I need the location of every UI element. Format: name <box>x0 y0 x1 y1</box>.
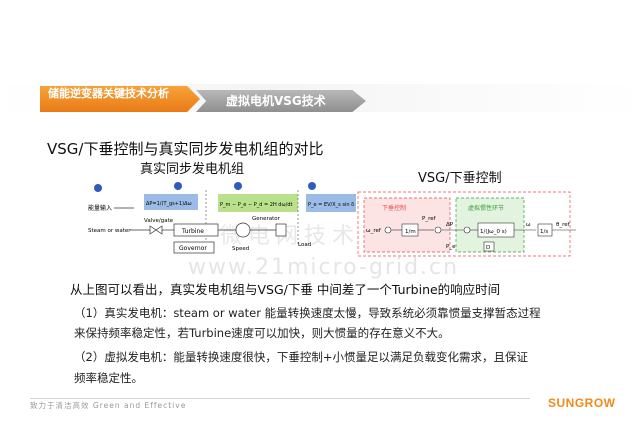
comparison-diagram: 能量输入 ΔP=1/(T_gs+1)Δω P_m − P_e − P_d = 2… <box>88 182 576 257</box>
vsg-diagram: 下垂控制 虚拟惯性环节 ω_ref 1/m P_ref ΔP 1/(Jω_0 s… <box>357 191 576 257</box>
svg-text:P_e = EV/X_s sin δ: P_e = EV/X_s sin δ <box>308 202 354 208</box>
svg-text:Governor: Governor <box>179 245 207 252</box>
load-eq-box <box>306 194 356 212</box>
generator-icon <box>235 222 251 238</box>
svg-text:Steam or water: Steam or water <box>88 228 131 234</box>
governor-box <box>173 241 215 254</box>
section-tab-vsg[interactable]: 虚拟电机VSG技术 <box>196 90 366 112</box>
sync-generator-diagram: 能量输入 ΔP=1/(T_gs+1)Δω P_m − P_e − P_d = 2… <box>88 182 356 254</box>
svg-text:Valve/gate: Valve/gate <box>144 218 174 224</box>
point2-line2: 频率稳定性。 <box>74 371 143 385</box>
svg-text:Generator: Generator <box>252 216 281 222</box>
point2-line1: （2）虚拟发电机：能量转换速度很快，下垂控制+小惯量足以满足负载变化需求，且保证 <box>74 350 528 364</box>
svg-text:ΔP=1/(T_gs+1)Δω: ΔP=1/(T_gs+1)Δω <box>146 201 192 207</box>
svg-text:1/m: 1/m <box>405 229 416 235</box>
point1-line2: 来保持频率稳定性，若Turbine速度可以加快，则大惯量的存在意义不大。 <box>74 326 450 340</box>
marker-dot <box>94 184 102 192</box>
marker-dot <box>234 182 242 190</box>
svg-text:ω_ref: ω_ref <box>366 228 382 234</box>
svg-text:1/s: 1/s <box>540 229 548 235</box>
marker-dot <box>174 182 182 190</box>
footer-slogan: 致力于清洁高效 Green and Effective <box>30 401 187 410</box>
svg-text:虚拟惯性环节: 虚拟惯性环节 <box>468 204 504 212</box>
vsg-frame <box>357 191 571 257</box>
point1-line1: （1）真实发电机：steam or water 能量转换速度太慢，导致系统必须靠… <box>74 306 541 320</box>
left-diagram-title: 真实同步发电机组 <box>140 162 245 177</box>
right-diagram-title: VSG/下垂控制 <box>418 171 502 186</box>
slide-title: VSG/下垂控制与真实同步发电机组的对比 <box>47 140 324 158</box>
svg-text:Turbine: Turbine <box>181 228 204 235</box>
svg-text:P_m − P_e − P_d = 2H dω/dt: P_m − P_e − P_d = 2H dω/dt <box>220 202 293 208</box>
footer-divider <box>30 398 530 399</box>
valve-icon <box>149 225 163 235</box>
intro-text: 从上图可以看出，真实发电机组与VSG/下垂 中间差了一个Turbine的响应时间 <box>70 282 501 297</box>
svg-text:D: D <box>486 245 490 251</box>
svg-text:ω: ω <box>526 222 531 228</box>
svg-text:P_e: P_e <box>446 244 456 250</box>
svg-text:1/(Jω_0 s): 1/(Jω_0 s) <box>480 229 507 235</box>
energy-input-label: 能量输入 <box>88 204 112 212</box>
watermark-url: www.21micro-grid.cn <box>188 255 460 280</box>
section-tab-key-tech[interactable]: 储能逆变器关键技术分析 <box>40 86 200 112</box>
svg-text:P_ref: P_ref <box>422 216 437 222</box>
svg-text:ΔP: ΔP <box>446 222 454 228</box>
turbine-eq-box <box>144 194 198 210</box>
svg-text:θ_ref: θ_ref <box>556 222 571 228</box>
marker-dot <box>308 182 316 190</box>
generator-eq-box <box>218 194 298 212</box>
sungrow-logo: SUNGROW <box>548 396 616 410</box>
svg-text:Speed: Speed <box>232 246 249 252</box>
svg-text:Load: Load <box>298 242 311 248</box>
svg-text:下垂控制: 下垂控制 <box>382 204 406 212</box>
